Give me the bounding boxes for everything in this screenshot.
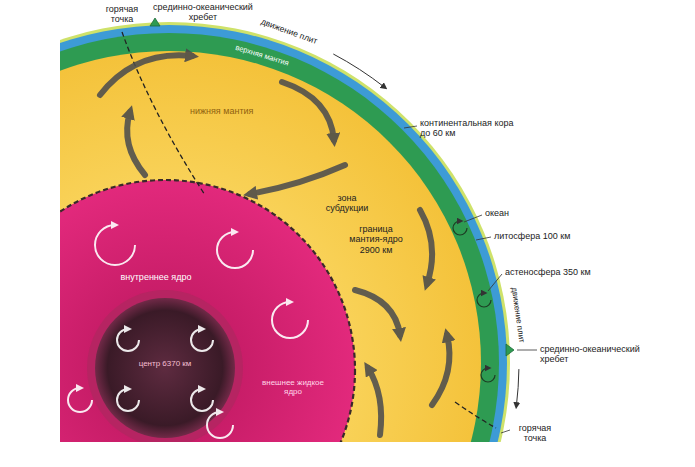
leader-line [404, 126, 417, 128]
plate-motion-arrow [516, 369, 519, 406]
small-loop [477, 293, 491, 307]
ridge-symbol [506, 344, 514, 356]
layer-label: астеносфера 350 км [505, 267, 591, 277]
outer-core [60, 180, 355, 442]
earth-section [60, 18, 514, 442]
convection-arrow [420, 210, 432, 284]
core-label: внешнее жидкое ядро [260, 378, 326, 396]
ridge-label: срединно-океанический хребет [148, 2, 258, 23]
ridge-symbol [150, 18, 160, 26]
circulation-loop [272, 302, 308, 338]
hotspot-label: горячая точка [98, 4, 146, 25]
layer-label: океан [485, 208, 509, 218]
leader-line [476, 237, 491, 240]
circulation-loop [68, 388, 92, 412]
zone-label: зона субдукции [318, 193, 376, 214]
leader-line [488, 274, 502, 291]
convection-arrow [355, 290, 400, 335]
circulation-loop [117, 329, 139, 351]
circulation-loop [217, 232, 253, 268]
surface-rim [60, 22, 510, 442]
layer-label: нижняя мантия [190, 106, 270, 116]
crust-layer [60, 25, 507, 442]
small-loop [453, 221, 467, 235]
upper-mantle-layer [60, 33, 499, 442]
plate-motion-arrow [333, 54, 384, 87]
plate-motion-label: движение плит [259, 17, 318, 46]
circulation-loop [191, 329, 213, 351]
convection-arrow [250, 165, 345, 194]
ridge-label: срединно-океанический хребет [540, 344, 658, 365]
plate-motion-label: движение плит [510, 287, 527, 344]
small-loop [481, 368, 495, 382]
core-boundary [60, 180, 355, 442]
convection-arrows [100, 55, 449, 435]
boundary-label: граница мантия-ядро 2900 км [343, 224, 409, 255]
core-circulation [68, 225, 308, 438]
layer-label: континентальная кора до 60 км [420, 118, 516, 139]
layer-label: литосфера 100 км [494, 231, 570, 241]
leader-lines [404, 126, 537, 433]
convection-arrow [282, 82, 334, 140]
layer-label: верхняя мантия [234, 44, 290, 68]
core-label: центр 6370 км [133, 359, 197, 368]
circulation-loop [117, 389, 139, 411]
circulation-loop [207, 412, 233, 438]
convection-arrow [368, 368, 381, 435]
convection-arrow [127, 112, 145, 175]
inner-core [95, 298, 235, 438]
leader-line [517, 350, 537, 351]
asthenosphere-loops [453, 221, 495, 382]
convection-arrow [100, 55, 192, 95]
core-label: внутреннее ядро [118, 272, 194, 282]
plume-line [455, 402, 496, 428]
convection-arrow [432, 335, 449, 405]
leader-line [501, 430, 510, 433]
hotspot-label: горячая точка [510, 423, 560, 444]
leader-line [464, 215, 482, 222]
circulation-loop [95, 225, 135, 265]
lower-mantle-layer [60, 51, 481, 442]
circulation-loop [191, 389, 213, 411]
inner-core-glow [87, 290, 243, 442]
